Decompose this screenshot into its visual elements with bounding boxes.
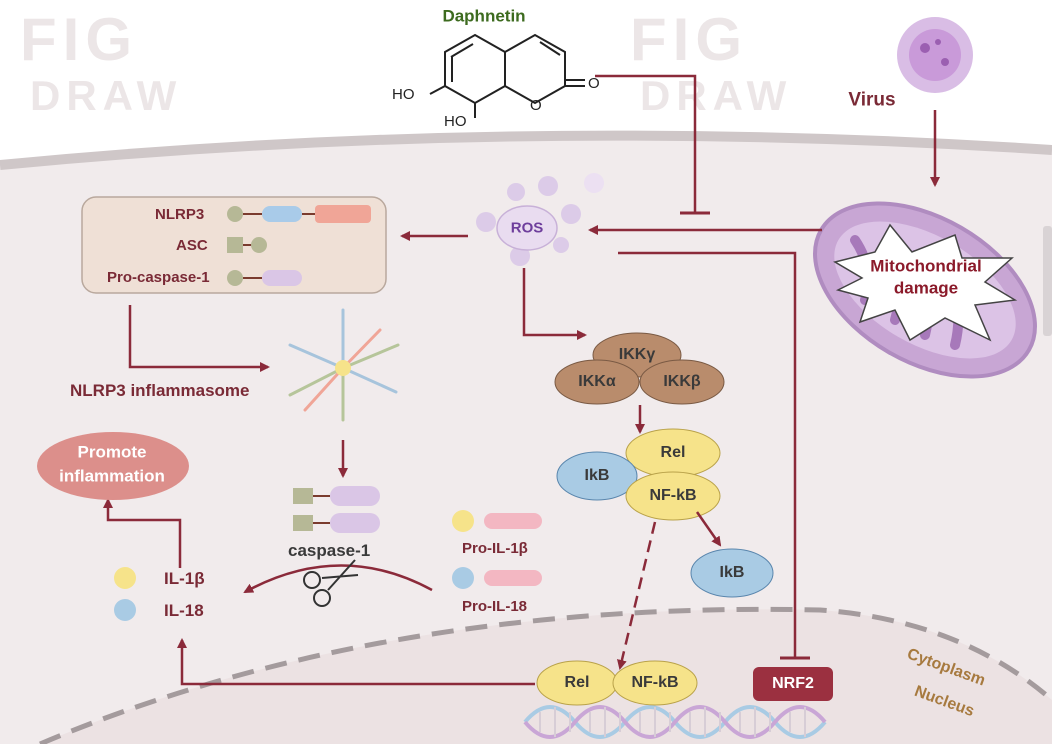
il18-dot bbox=[114, 599, 136, 621]
ikk-gamma-label: IKKγ bbox=[618, 346, 656, 363]
daphnetin-carbonyl-o: O bbox=[588, 75, 600, 92]
outcome-line1: Promote bbox=[77, 442, 147, 462]
ros-cluster bbox=[476, 173, 604, 266]
nfkb-shape bbox=[625, 471, 721, 521]
watermark-draw: DRAW bbox=[30, 72, 183, 119]
daphnetin-inhibition-line bbox=[595, 74, 697, 213]
ikb-shape bbox=[556, 451, 638, 501]
nucleus-nfkb-shape bbox=[612, 660, 698, 706]
outcome-line2: inflammation bbox=[59, 466, 165, 486]
nfkb-translocation-arrow bbox=[617, 521, 657, 670]
daphnetin-oh2: HO bbox=[444, 113, 467, 130]
il1b-label: IL-1β bbox=[164, 569, 205, 588]
inflammasome-structure bbox=[288, 308, 400, 422]
ikk-alpha-shape bbox=[554, 359, 640, 405]
edge-strip bbox=[1043, 226, 1052, 336]
nucleus-nfkb-label: NF-kB bbox=[631, 674, 679, 691]
caspase-label: caspase-1 bbox=[288, 541, 371, 560]
outcome-ellipse bbox=[37, 432, 189, 500]
daphnetin-oh1: HO bbox=[392, 86, 415, 103]
nlrp3-label: NLRP3 bbox=[155, 206, 205, 223]
box-to-inflammasome-arrow bbox=[128, 305, 270, 372]
daphnetin-label: Daphnetin bbox=[442, 6, 526, 26]
watermark-fig: FIG bbox=[20, 6, 138, 73]
ros-to-ikk-arrow bbox=[522, 268, 587, 340]
cleavage-arrow bbox=[243, 564, 433, 594]
nlrp3-domain-glyphs bbox=[227, 205, 371, 286]
pro-caspase-label: Pro-caspase-1 bbox=[107, 269, 210, 286]
watermark-fig: FIG bbox=[630, 6, 748, 73]
il-to-outcome-arrow bbox=[103, 498, 182, 568]
nrf2-label: NRF2 bbox=[772, 675, 814, 692]
ikk-alpha-label: IKKα bbox=[578, 373, 616, 390]
nfkb-to-ikb-arrow bbox=[695, 511, 722, 547]
cell-membrane bbox=[0, 130, 1052, 170]
caspase-glyphs bbox=[293, 486, 380, 533]
pro-il18-label: Pro-IL-18 bbox=[462, 598, 528, 615]
ikk-beta-shape bbox=[639, 359, 725, 405]
daphnetin-ring-o: O bbox=[530, 97, 542, 114]
virus-label: Virus bbox=[848, 89, 896, 111]
il1b-dot bbox=[114, 567, 136, 589]
rel-label: Rel bbox=[660, 444, 686, 461]
free-ikb-shape bbox=[690, 548, 774, 598]
mito-label-line2: damage bbox=[893, 278, 959, 298]
ikk-beta-label: IKKβ bbox=[663, 373, 701, 390]
ros-nrf2-inhibition-line bbox=[618, 251, 797, 658]
nfkb-label: NF-kB bbox=[649, 487, 697, 504]
free-ikb-label: IkB bbox=[719, 564, 745, 581]
asc-label: ASC bbox=[176, 237, 208, 254]
virus-particle bbox=[897, 17, 973, 93]
nrf2-box bbox=[753, 667, 833, 701]
pro-il18-dot bbox=[452, 567, 474, 589]
pro-il18-bar bbox=[484, 570, 542, 586]
scissors-icon bbox=[303, 559, 359, 607]
inflammasome-label: NLRP3 inflammasome bbox=[70, 381, 250, 400]
pro-il1b-label: Pro-IL-1β bbox=[462, 540, 528, 557]
il18-label: IL-18 bbox=[164, 601, 204, 620]
ros-label: ROS bbox=[510, 219, 544, 237]
mito-label-line1: Mitochondrial bbox=[870, 256, 982, 276]
ikb-label: IkB bbox=[584, 467, 610, 484]
nucleus-rel-label: Rel bbox=[564, 674, 590, 691]
pro-il1b-bar bbox=[484, 513, 542, 529]
nucleus-to-il-arrow bbox=[177, 638, 535, 686]
pro-il1b-dot bbox=[452, 510, 474, 532]
damage-starburst bbox=[833, 223, 1018, 342]
dna-helix bbox=[523, 705, 827, 739]
daphnetin-structure bbox=[429, 33, 585, 118]
nuclear-envelope bbox=[39, 606, 1052, 744]
watermark-draw: DRAW bbox=[640, 72, 793, 119]
